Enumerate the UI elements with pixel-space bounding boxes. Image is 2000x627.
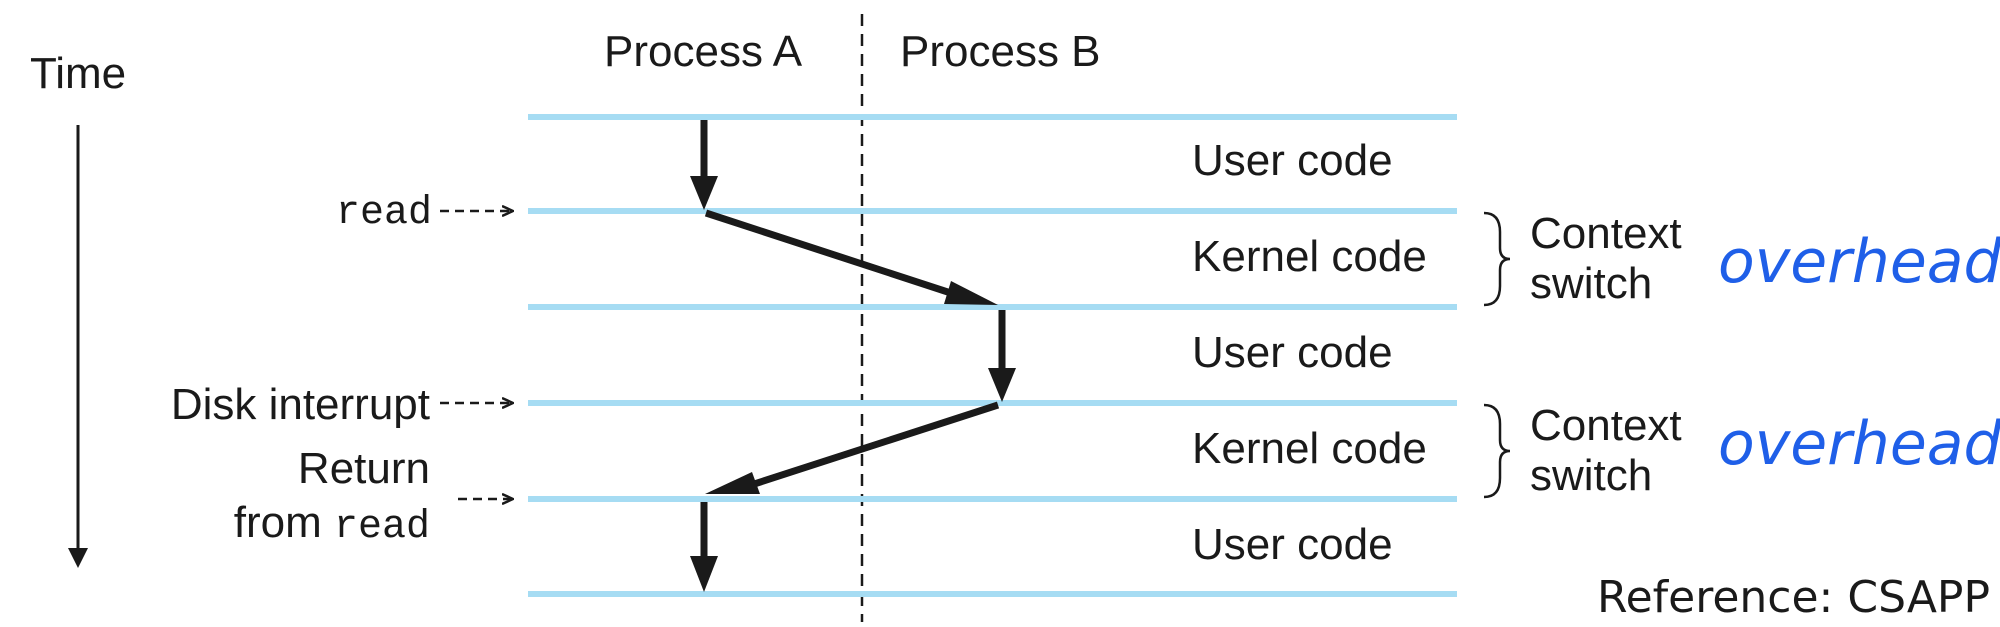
context-switch-brace-1 — [1483, 211, 1511, 307]
context-switch-1-line2: switch — [1530, 259, 1652, 308]
flow-switch-to-a — [746, 401, 1000, 490]
context-switch-2-line2: switch — [1530, 451, 1652, 500]
execution-flow — [690, 120, 1016, 592]
reference-text: Reference: CSAPP — [1597, 572, 1990, 623]
timelines — [528, 114, 1457, 597]
return-from-read-label: from read — [234, 498, 430, 550]
band-label-user-2: User code — [1192, 328, 1393, 377]
process-b-label: Process B — [900, 27, 1101, 76]
overhead-note-1: overhead — [1718, 227, 2000, 297]
process-a-label: Process A — [604, 27, 803, 76]
time-label: Time — [30, 49, 126, 98]
context-switch-1-line1: Context — [1530, 209, 1682, 258]
band-label-user-3: User code — [1192, 520, 1393, 569]
band-label-kernel-2: Kernel code — [1192, 424, 1427, 473]
disk-interrupt-label: Disk interrupt — [171, 380, 430, 429]
return-from-text: from — [234, 498, 334, 547]
band-label-kernel-1: Kernel code — [1192, 232, 1427, 281]
return-read-text: read — [334, 505, 430, 550]
read-call-label: read — [336, 191, 432, 236]
flow-switch-to-b — [704, 209, 962, 300]
return-label: Return — [298, 444, 430, 493]
time-axis-arrow — [68, 125, 88, 568]
context-switch-2-line1: Context — [1530, 401, 1682, 450]
band-label-user-1: User code — [1192, 136, 1393, 185]
overhead-note-2: overhead — [1718, 409, 2000, 479]
context-switch-brace-2 — [1483, 403, 1511, 499]
